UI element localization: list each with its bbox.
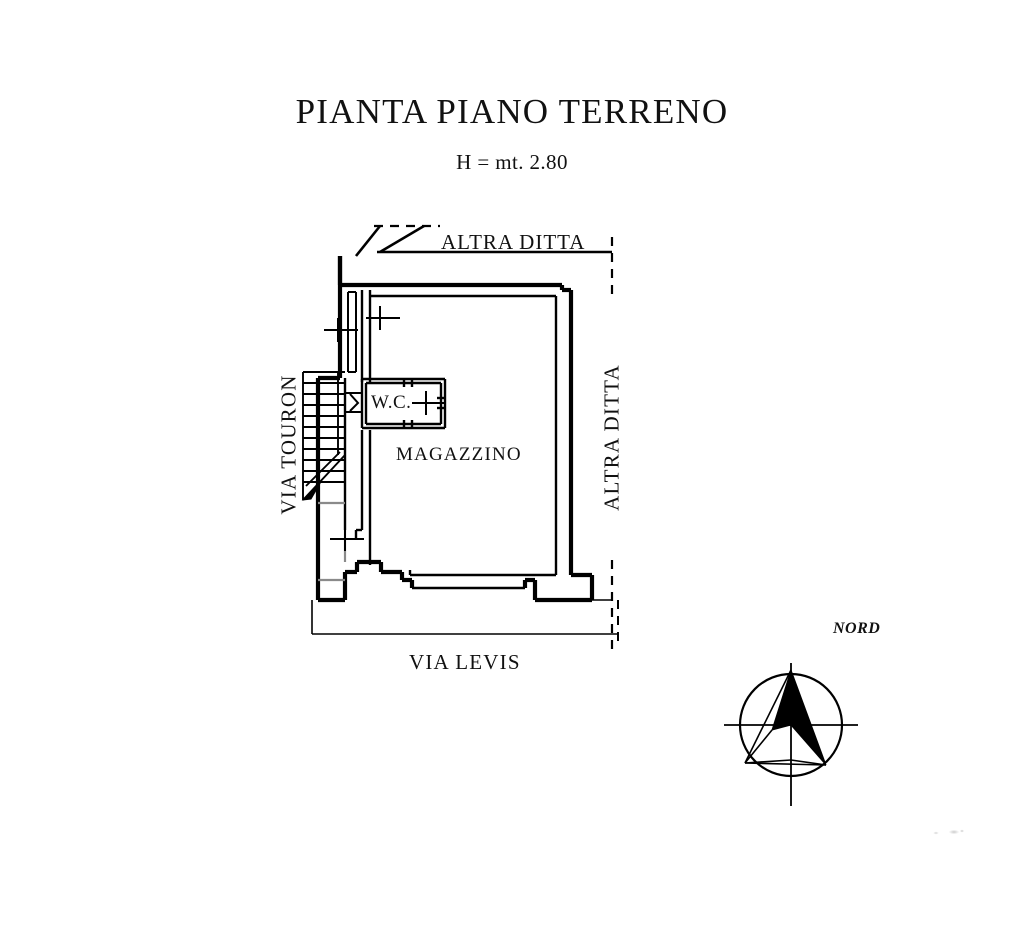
ceiling-height-note: H = mt. 2.80 — [456, 150, 568, 174]
reference-cross-markers — [324, 306, 446, 551]
compass-star-rays — [744, 669, 827, 766]
staircase-direction-arrow — [301, 479, 323, 501]
room-label-wc: W.C. — [371, 392, 412, 413]
street-label-via-levis: VIA LEVIS — [409, 650, 521, 674]
wall-exterior-outline — [315, 256, 595, 603]
compass-north-wedge-right — [790, 669, 827, 766]
wall-interior-partitions — [343, 290, 558, 577]
compass-label-nord: NORD — [833, 620, 881, 637]
compass-north-wedge-left — [771, 669, 792, 731]
wall-top-neighbour — [354, 224, 612, 257]
compass-rose — [724, 663, 858, 806]
room-label-magazzino: MAGAZZINO — [396, 444, 522, 465]
boundary-label-altra-ditta-top: ALTRA DITTA — [441, 230, 586, 254]
door-wc — [344, 392, 362, 413]
sidewalk-via-levis — [311, 599, 618, 635]
room-wc-wall-notches — [402, 379, 445, 428]
secondary-construction-lines — [318, 501, 347, 582]
page-title: PIANTA PIANO TERRENO — [295, 92, 729, 131]
scan-artifact-smudge — [932, 828, 966, 837]
duct-shaft — [347, 291, 357, 373]
staircase — [302, 371, 345, 500]
property-boundary-dashed — [374, 224, 614, 650]
